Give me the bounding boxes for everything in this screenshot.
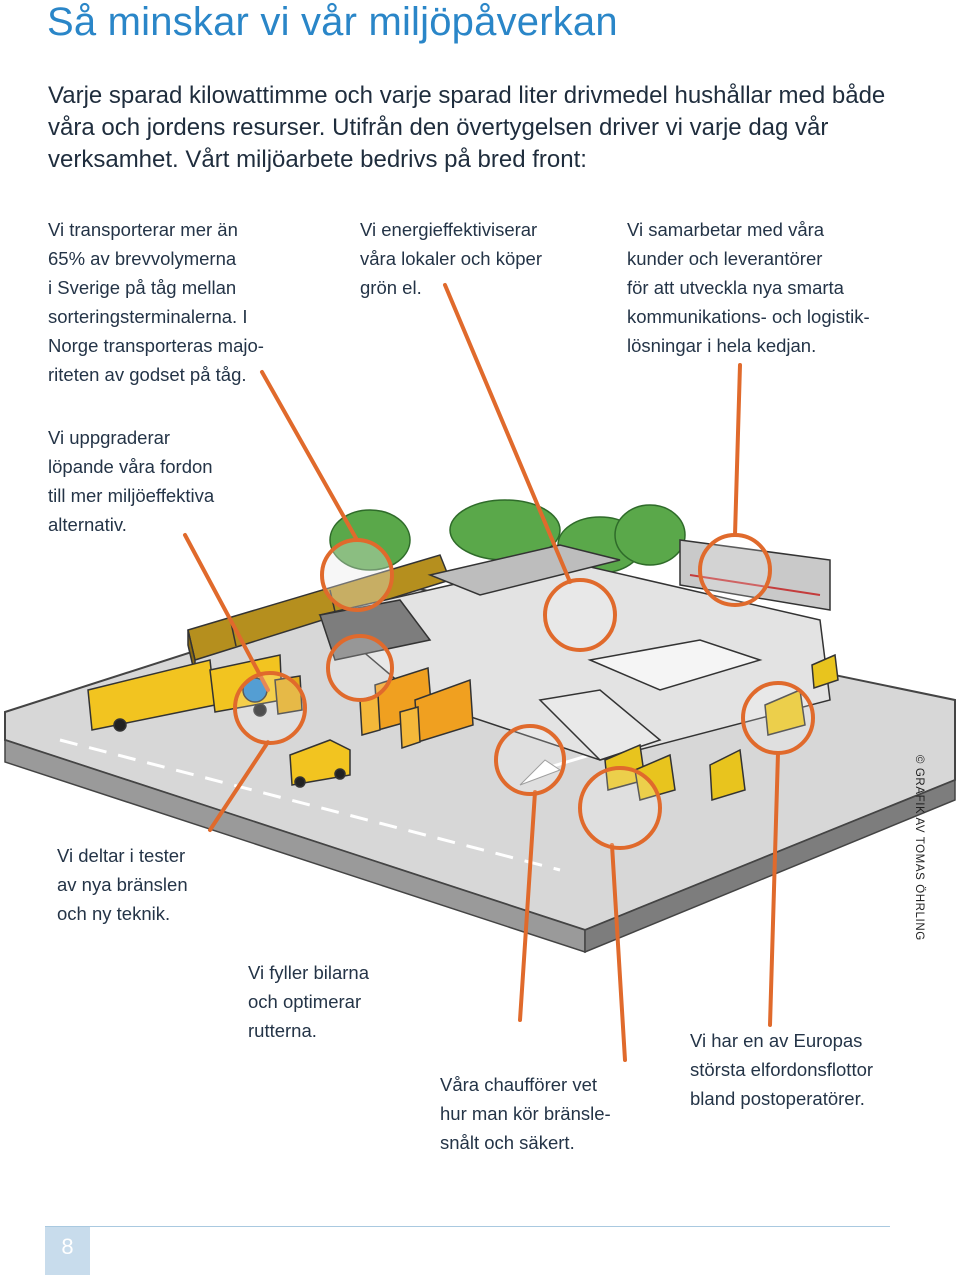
callout-lines [183, 283, 780, 1062]
circle-electric [741, 681, 815, 755]
circle-office [698, 533, 772, 607]
footer-rule [45, 1226, 890, 1227]
caption-tests: Vi deltar i tester av nya bränslen och n… [57, 845, 188, 924]
caption-fill: Vi fyller bilarna och optimerar rutterna… [248, 962, 369, 1041]
intro-paragraph: Varje sparad kilowattimme och varje spar… [48, 82, 886, 173]
circle-loading [326, 634, 394, 702]
page-number: 8 [61, 1234, 74, 1259]
caption-vehicles: Vi uppgraderar löpande våra fordon till … [48, 427, 215, 535]
terminal-building [318, 539, 831, 761]
circle-ground [494, 724, 566, 796]
circle-train [320, 538, 394, 612]
caption-energy: Vi energieffektiviserar våra lokaler och… [360, 219, 543, 298]
delivery-van [289, 739, 351, 788]
circle-van [578, 766, 662, 850]
circle-roof [543, 578, 617, 652]
caption-cooperate: Vi samarbetar med våra kunder och levera… [627, 219, 870, 356]
graphic-credit: © GRAFIK AV TOMAS ÖHRLING [913, 755, 925, 941]
page-title: Så minskar vi vår miljöpåverkan [47, 0, 618, 44]
page-number-box [45, 1227, 90, 1275]
orange-truck-2 [399, 678, 474, 750]
circle-truck [233, 671, 307, 745]
callout-circles [233, 533, 815, 850]
caption-rail: Vi transporterar mer än 65% av brevvolym… [48, 219, 264, 385]
caption-electric: Vi har en av Europas största elfordonsfl… [690, 1030, 874, 1109]
ground-slab-side [584, 778, 956, 954]
caption-drivers: Våra chaufförer vet hur man kör bränsle-… [440, 1074, 611, 1153]
